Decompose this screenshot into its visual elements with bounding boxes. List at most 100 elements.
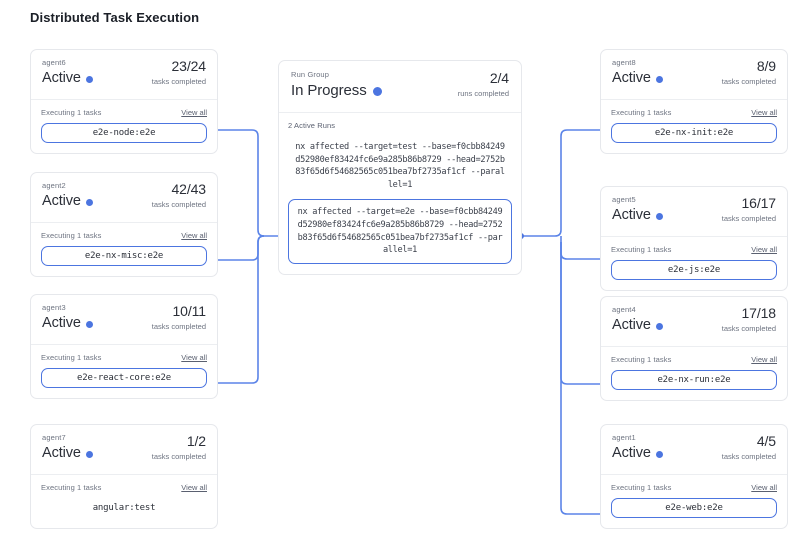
agent-progress-label: tasks completed (151, 200, 206, 209)
agent-card-body: Executing 1 tasks View all e2e-react-cor… (31, 345, 217, 398)
agent-card-agent4[interactable]: agent4 Active 17/18 tasks completed Exec… (600, 296, 788, 401)
agent-card-agent5[interactable]: agent5 Active 16/17 tasks completed Exec… (600, 186, 788, 291)
agent-progress-value: 23/24 (171, 58, 206, 74)
run-group-card[interactable]: Run Group In Progress 2/4 runs completed… (278, 60, 522, 275)
executing-label: Executing 1 tasks (611, 483, 672, 492)
agent-progress-label: tasks completed (151, 77, 206, 86)
view-all-link[interactable]: View all (181, 108, 207, 117)
agent-progress: 16/17 tasks completed (722, 195, 776, 224)
agent-progress: 10/11 tasks completed (152, 303, 206, 332)
agent-body-header: Executing 1 tasks View all (41, 231, 207, 240)
agent-name: agent1 (612, 433, 636, 442)
agent-name: agent6 (42, 58, 66, 67)
agent-card-agent2[interactable]: agent2 Active 42/43 tasks completed Exec… (30, 172, 218, 277)
agent-card-header: agent1 Active 4/5 tasks completed (601, 425, 787, 475)
agent-status-row: Active (42, 69, 206, 87)
agent-name: agent4 (612, 305, 636, 314)
status-dot-icon (85, 198, 93, 206)
agent-card-agent7[interactable]: agent7 Active 1/2 tasks completed Execut… (30, 424, 218, 529)
status-dot-icon (655, 212, 663, 220)
status-dot-icon (655, 322, 663, 330)
agent-body-header: Executing 1 tasks View all (41, 108, 207, 117)
task-chip[interactable]: e2e-web:e2e (611, 498, 777, 518)
agent-body-header: Executing 1 tasks View all (41, 353, 207, 362)
task-chip[interactable]: e2e-nx-misc:e2e (41, 246, 207, 266)
task-chip[interactable]: e2e-node:e2e (41, 123, 207, 143)
agent-card-body: Executing 1 tasks View all e2e-web:e2e (601, 475, 787, 528)
active-runs-label: 2 Active Runs (288, 121, 336, 130)
view-all-link[interactable]: View all (751, 483, 777, 492)
executing-label: Executing 1 tasks (41, 108, 102, 117)
view-all-link[interactable]: View all (751, 108, 777, 117)
agent-progress-label: tasks completed (721, 324, 776, 333)
agent-card-agent1[interactable]: agent1 Active 4/5 tasks completed Execut… (600, 424, 788, 529)
view-all-link[interactable]: View all (751, 245, 777, 254)
wire-agent6 (207, 129, 288, 237)
agent-card-header: agent7 Active 1/2 tasks completed (31, 425, 217, 475)
agent-status-row: Active (612, 206, 776, 224)
task-chip[interactable]: e2e-js:e2e (611, 260, 777, 280)
agent-status-text: Active (42, 445, 81, 461)
agent-progress: 17/18 tasks completed (722, 305, 776, 334)
agent-name: agent7 (42, 433, 66, 442)
task-chip[interactable]: angular:test (41, 498, 207, 518)
agent-card-agent3[interactable]: agent3 Active 10/11 tasks completed Exec… (30, 294, 218, 399)
agent-progress: 23/24 tasks completed (152, 58, 206, 87)
run-group-status-text: In Progress (291, 82, 367, 99)
task-chip[interactable]: e2e-nx-init:e2e (611, 123, 777, 143)
run-group-status-row: In Progress (291, 81, 509, 100)
agent-card-body: Executing 1 tasks View all e2e-nx-init:e… (601, 100, 787, 153)
executing-label: Executing 1 tasks (41, 231, 102, 240)
agent-body-header: Executing 1 tasks View all (611, 483, 777, 492)
agent-card-body: Executing 1 tasks View all angular:test (31, 475, 217, 528)
agent-status-text: Active (42, 315, 81, 331)
task-chip[interactable]: e2e-nx-run:e2e (611, 370, 777, 390)
agent-progress-value: 17/18 (741, 305, 776, 321)
agent-card-agent6[interactable]: agent6 Active 23/24 tasks completed Exec… (30, 49, 218, 154)
view-all-link[interactable]: View all (751, 355, 777, 364)
run-command-test[interactable]: nx affected --target=test --base=f0cbb84… (295, 142, 505, 190)
agent-progress: 1/2 tasks completed (152, 433, 206, 462)
status-dot-icon (372, 87, 382, 96)
agent-status-row: Active (42, 444, 206, 462)
agent-body-header: Executing 1 tasks View all (611, 355, 777, 364)
agent-body-header: Executing 1 tasks View all (41, 483, 207, 492)
agent-status-row: Active (612, 69, 776, 87)
view-all-link[interactable]: View all (181, 483, 207, 492)
agent-name: agent8 (612, 58, 636, 67)
agent-status-row: Active (612, 316, 776, 334)
view-all-link[interactable]: View all (181, 353, 207, 362)
agent-body-header: Executing 1 tasks View all (611, 108, 777, 117)
agent-progress: 42/43 tasks completed (152, 181, 206, 210)
run-command-e2e-selected[interactable]: nx affected --target=e2e --base=f0cbb842… (288, 199, 512, 264)
executing-label: Executing 1 tasks (41, 353, 102, 362)
agent-card-agent8[interactable]: agent8 Active 8/9 tasks completed Execut… (600, 49, 788, 154)
agent-card-body: Executing 1 tasks View all e2e-js:e2e (601, 237, 787, 290)
page-title: Distributed Task Execution (30, 10, 200, 25)
run-group-progress: 2/4 runs completed (458, 69, 509, 99)
agent-progress: 8/9 tasks completed (722, 58, 776, 87)
agent-progress: 4/5 tasks completed (722, 433, 776, 462)
agent-status-row: Active (612, 444, 776, 462)
agent-progress-value: 8/9 (756, 58, 776, 74)
agent-progress-label: tasks completed (151, 452, 206, 461)
view-all-link[interactable]: View all (181, 231, 207, 240)
status-dot-icon (85, 450, 93, 458)
executing-label: Executing 1 tasks (611, 245, 672, 254)
agent-card-header: agent2 Active 42/43 tasks completed (31, 173, 217, 223)
agent-progress-value: 4/5 (756, 433, 776, 449)
agent-status-text: Active (42, 193, 81, 209)
executing-label: Executing 1 tasks (611, 108, 672, 117)
agent-name: agent3 (42, 303, 66, 312)
task-chip[interactable]: e2e-react-core:e2e (41, 368, 207, 388)
agent-status-row: Active (42, 192, 206, 210)
agent-status-text: Active (612, 445, 651, 461)
agent-status-text: Active (612, 207, 651, 223)
agent-status-text: Active (612, 317, 651, 333)
agent-progress-value: 42/43 (171, 181, 206, 197)
executing-label: Executing 1 tasks (611, 355, 672, 364)
agent-body-header: Executing 1 tasks View all (611, 245, 777, 254)
agent-card-header: agent5 Active 16/17 tasks completed (601, 187, 787, 237)
run-group-progress-label: runs completed (457, 89, 509, 98)
